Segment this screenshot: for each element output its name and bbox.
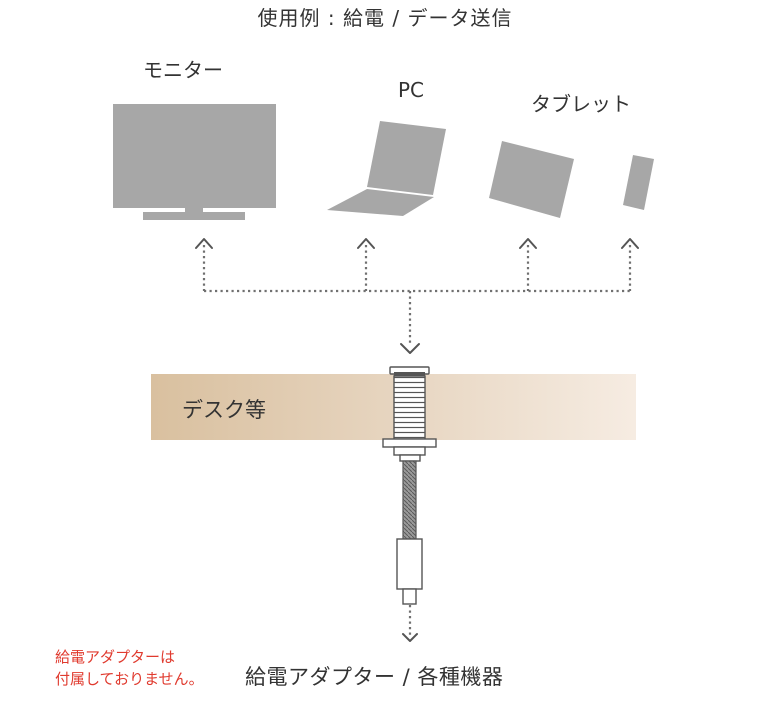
desk-label: デスク等 [182, 398, 266, 422]
up-arrow-pc [357, 238, 375, 249]
note-line-1: 給電アダプターは [55, 648, 176, 666]
cable [402, 460, 417, 540]
down-arrow-adapter [402, 633, 418, 642]
monitor-icon [113, 104, 276, 220]
monitor-label: モニター [143, 58, 223, 82]
connector-icon [382, 366, 437, 462]
adapter-devices-label: 給電アダプター / 各種機器 [245, 665, 504, 689]
page-title: 使用例 : 給電 / データ送信 [257, 6, 513, 30]
arrowheads [195, 238, 639, 642]
up-arrow-tablet [519, 238, 537, 249]
up-arrow-monitor [195, 238, 213, 249]
up-arrow-phone [621, 238, 639, 249]
connection-lines [202, 245, 632, 636]
note-line-2: 付属しておりません。 [55, 670, 204, 688]
plug-icon [396, 538, 423, 605]
phone-icon [623, 155, 654, 210]
tablet-label: タブレット [531, 92, 631, 116]
pc-label: PC [398, 78, 425, 102]
laptop-icon [327, 121, 446, 216]
adapter-not-included-note: 給電アダプターは 付属しておりません。 [55, 646, 204, 690]
down-arrow-desk [400, 343, 420, 354]
tablet-icon [489, 141, 574, 218]
